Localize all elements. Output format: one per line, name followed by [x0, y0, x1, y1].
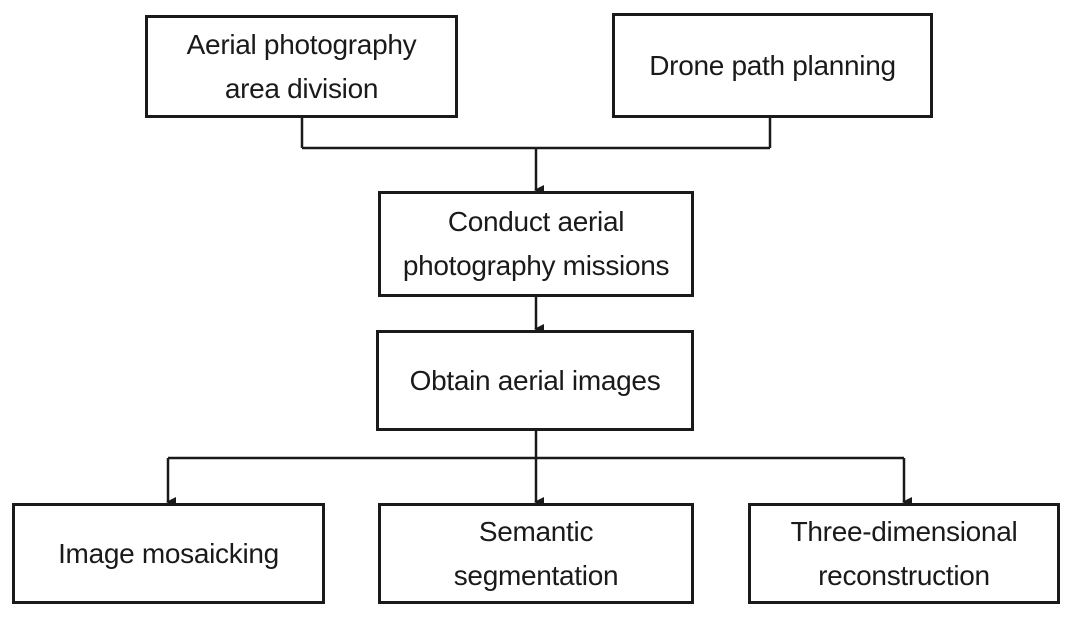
node-path-planning-label: Drone path planning [649, 49, 896, 81]
node-area-division: Aerial photography area division [145, 15, 458, 118]
node-reconstruction-label: Three-dimensional reconstruction [790, 515, 1018, 591]
node-reconstruction: Three-dimensional reconstruction [748, 503, 1060, 604]
node-obtain-images-label: Obtain aerial images [409, 364, 661, 396]
node-semantic-segmentation-label: Semantic segmentation [453, 515, 619, 591]
node-conduct-missions: Conduct aerial photography missions [378, 191, 694, 297]
node-image-mosaicking-label: Image mosaicking [58, 537, 279, 569]
node-semantic-segmentation: Semantic segmentation [378, 503, 694, 604]
node-path-planning: Drone path planning [612, 13, 933, 118]
node-image-mosaicking: Image mosaicking [12, 503, 325, 604]
node-conduct-missions-label: Conduct aerial photography missions [402, 206, 670, 281]
node-area-division-label: Aerial photography area division [186, 28, 417, 104]
node-obtain-images: Obtain aerial images [376, 330, 694, 431]
